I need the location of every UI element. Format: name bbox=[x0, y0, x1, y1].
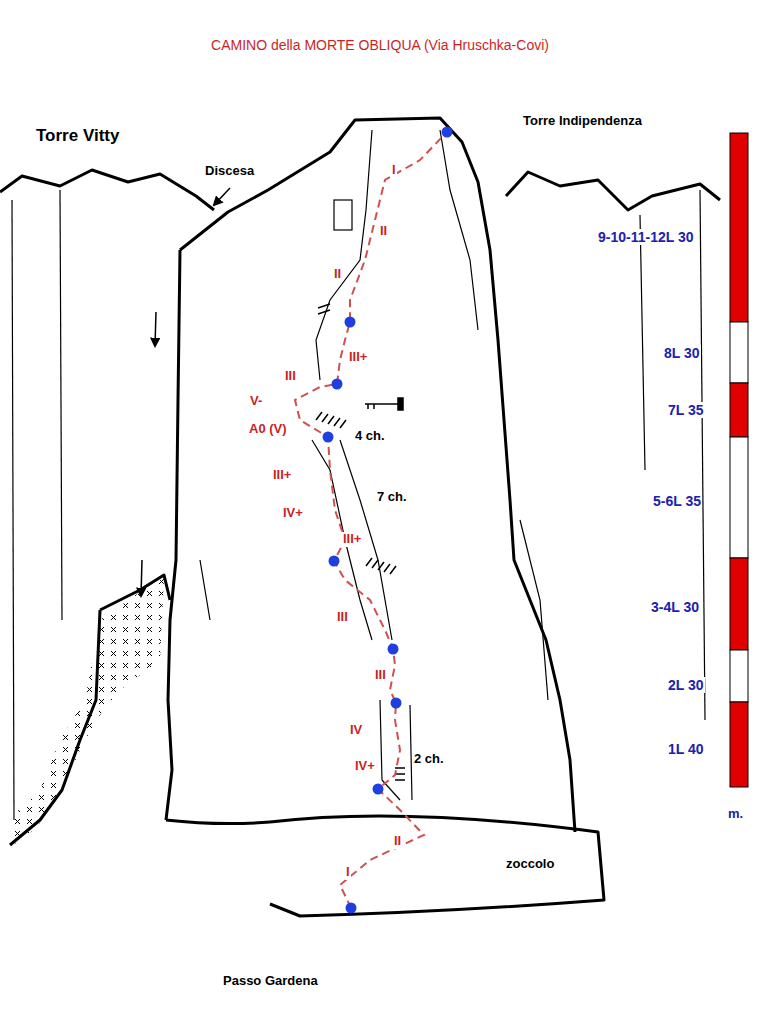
grade-label: III bbox=[336, 610, 349, 625]
grade-label: III bbox=[284, 369, 297, 384]
descent-arrow bbox=[141, 188, 230, 596]
pitch-length: 9-10-11-12L 30 bbox=[597, 229, 694, 245]
scale-bar bbox=[730, 133, 748, 787]
grade-label: I bbox=[345, 865, 351, 880]
rock-outline bbox=[0, 118, 720, 916]
face-lines bbox=[12, 130, 705, 820]
pitch-length: 5-6L 35 bbox=[652, 493, 702, 509]
scree-area bbox=[8, 578, 164, 846]
base-label: zoccolo bbox=[505, 857, 555, 872]
grade-label: III+ bbox=[348, 350, 368, 365]
grade-label: II bbox=[379, 224, 388, 239]
grade-label: IV bbox=[349, 723, 363, 738]
chimney-note: 4 ch. bbox=[354, 429, 386, 444]
grade-label: IV+ bbox=[282, 506, 304, 521]
grade-label: III+ bbox=[272, 468, 292, 483]
pitch-length: 2L 30 bbox=[667, 677, 705, 693]
pitch-length: 1L 40 bbox=[667, 741, 705, 757]
grade-label: IV+ bbox=[354, 759, 376, 774]
grade-label: I bbox=[391, 163, 397, 178]
belay-dot bbox=[323, 127, 453, 914]
unit-label: m. bbox=[727, 807, 744, 822]
anchor-symbol bbox=[365, 398, 403, 410]
diagram-title: CAMINO della MORTE OBLIQUA (Via Hruschka… bbox=[211, 37, 549, 53]
tower-name: Torre Indipendenza bbox=[522, 114, 643, 129]
pitch-length: 3-4L 30 bbox=[650, 599, 700, 615]
chimney-note: 7 ch. bbox=[376, 490, 408, 505]
grade-label: III+ bbox=[342, 532, 362, 547]
ledge-hatch bbox=[316, 304, 405, 780]
grade-label: V- bbox=[249, 394, 263, 409]
pitch-length: 8L 30 bbox=[663, 345, 701, 361]
grade-label: II bbox=[393, 834, 402, 849]
chimney-note: 2 ch. bbox=[413, 752, 445, 767]
route-line bbox=[295, 132, 447, 908]
grade-label: A0 (V) bbox=[248, 422, 288, 437]
tower-name: Torre Vitty bbox=[35, 126, 120, 146]
grade-label: III bbox=[374, 668, 387, 683]
place-name: Passo Gardena bbox=[222, 974, 319, 989]
pitch-length: 7L 35 bbox=[667, 402, 705, 418]
descent-label: Discesa bbox=[204, 164, 255, 179]
grade-label: II bbox=[333, 267, 342, 282]
